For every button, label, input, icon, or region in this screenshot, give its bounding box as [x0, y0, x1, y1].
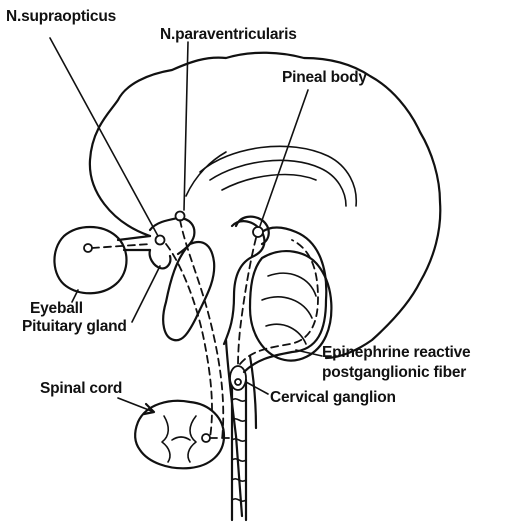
eyeball-outline: [54, 227, 126, 293]
brainstem-outline: [224, 221, 264, 344]
leader-pineal-body: [260, 90, 308, 226]
supraopticus-node: [156, 236, 165, 245]
label-n-paraventricularis: N.paraventricularis: [160, 26, 297, 44]
spinal-cord-node: [202, 434, 210, 442]
label-pineal-body: Pineal body: [282, 69, 367, 87]
pineal-body-node: [253, 227, 263, 237]
corpus-callosum-arc-2: [210, 160, 346, 206]
optic-nerve-top: [118, 236, 150, 240]
label-n-supraopticus: N.supraopticus: [6, 8, 116, 26]
label-epinephrine-line-2: postganglionic fiber: [322, 364, 466, 382]
label-cervical-ganglion: Cervical ganglion: [270, 389, 396, 407]
optic-nerve-dashed: [92, 244, 150, 248]
descending-pathway-1: [180, 220, 223, 440]
leader-cervical-ganglion: [246, 382, 268, 394]
postganglionic-fiber-inner: [240, 240, 318, 364]
eyeball-node: [84, 244, 92, 252]
label-pituitary-gland: Pituitary gland: [22, 318, 127, 336]
cervical-ganglion-node: [230, 366, 246, 390]
leader-supraopticus: [50, 38, 158, 236]
label-eyeball: Eyeball: [30, 300, 83, 318]
postganglionic-fiber-outer: [244, 228, 326, 373]
leader-pituitary-gland: [132, 266, 160, 322]
cervical-ganglion-dot: [235, 379, 241, 385]
corpus-callosum-arc-3: [222, 175, 316, 190]
spinal-cord-gray-matter: [162, 416, 196, 462]
cerebrum-outline: [90, 53, 440, 358]
label-spinal-cord: Spinal cord: [40, 380, 122, 398]
label-epinephrine-line-1: Epinephrine reactive: [322, 344, 470, 362]
leader-paraventricularis: [184, 42, 188, 210]
leader-spinal-cord: [118, 398, 154, 412]
